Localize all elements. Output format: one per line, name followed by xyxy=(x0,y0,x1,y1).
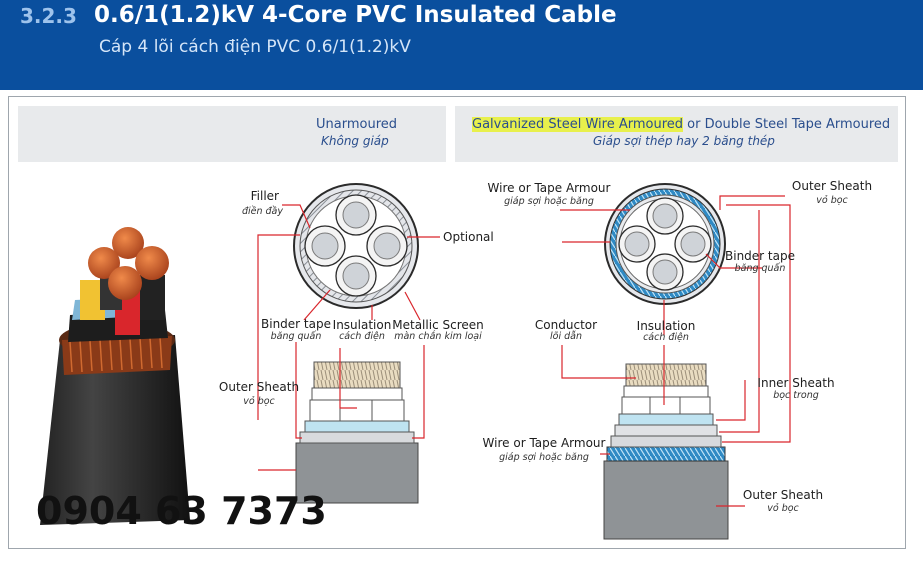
label-outer-sheath-bottom-vi: vỏ bọc xyxy=(767,503,799,514)
label-insulation: Insulation xyxy=(332,318,392,332)
phone-number: 0904 63 7373 xyxy=(36,489,327,533)
label-wire-tape-armour-top: Wire or Tape Armour xyxy=(487,181,611,195)
section-number: 3.2.3 xyxy=(20,4,77,28)
label-insulation-right: Insulation xyxy=(636,319,696,333)
page-title: 0.6/1(1.2)kV 4-Core PVC Insulated Cable xyxy=(94,2,617,28)
armoured-layer-stack xyxy=(603,363,729,540)
label-outer-sheath-top-vi: vỏ bọc xyxy=(816,195,848,206)
label-inner-sheath: Inner Sheath xyxy=(757,376,835,390)
armoured-cross-section xyxy=(604,183,726,305)
label-wire-tape-armour-bottom: Wire or Tape Armour xyxy=(482,436,606,450)
unarmoured-layer-stack xyxy=(295,361,419,504)
label-conductor: Conductor xyxy=(534,318,598,332)
label-metallic-screen: Metallic Screen xyxy=(392,318,484,332)
cable-photo xyxy=(40,227,190,525)
armoured-heading-highlight: Galvanized Steel Wire Armoured xyxy=(472,117,684,132)
armoured-header-band xyxy=(455,106,898,162)
page-subtitle: Cáp 4 lõi cách điện PVC 0.6/1(1.2)kV xyxy=(99,37,411,57)
label-outer-sheath-top: Outer Sheath xyxy=(791,179,873,193)
unarmoured-cross-section xyxy=(293,183,419,309)
label-conductor-vi: lõi dẫn xyxy=(550,331,582,342)
label-filler-vi: điền đầy xyxy=(241,206,283,217)
label-filler: Filler xyxy=(250,189,279,203)
label-insulation-vi: cách điện xyxy=(339,331,385,342)
armoured-heading-rest: or Double Steel Tape Armoured xyxy=(683,117,891,132)
unarmoured-leader-lines xyxy=(257,204,440,471)
page-header xyxy=(0,0,923,90)
unarmoured-header-band xyxy=(18,106,446,162)
label-outer-sheath: Outer Sheath xyxy=(218,380,300,394)
label-optional: Optional xyxy=(443,230,494,244)
armoured-heading: Galvanized Steel Wire Armoured or Double… xyxy=(472,117,890,132)
label-outer-sheath-bottom: Outer Sheath xyxy=(742,488,824,502)
label-inner-sheath-vi: bọc trong xyxy=(773,390,819,401)
label-wire-tape-armour-top-vi: giáp sợi hoặc băng xyxy=(504,196,594,207)
armoured-leader-lines xyxy=(560,195,791,507)
unarmoured-heading-vi: Không giáp xyxy=(321,134,389,148)
label-binder-tape-vi: băng quấn xyxy=(270,331,322,342)
label-binder-tape-right-vi: băng quấn xyxy=(734,263,786,274)
armoured-heading-vi: Giáp sợi thép hay 2 băng thép xyxy=(593,134,775,148)
label-binder-tape: Binder tape xyxy=(261,317,331,331)
label-binder-tape-right: Binder tape xyxy=(725,249,795,263)
label-wire-tape-armour-bottom-vi: giáp sợi hoặc băng xyxy=(499,452,589,463)
label-outer-sheath-vi: vỏ bọc xyxy=(243,396,275,407)
label-metallic-screen-vi: màn chắn kim loại xyxy=(394,331,482,342)
unarmoured-heading: Unarmoured xyxy=(316,117,398,132)
label-insulation-right-vi: cách điện xyxy=(643,332,689,343)
